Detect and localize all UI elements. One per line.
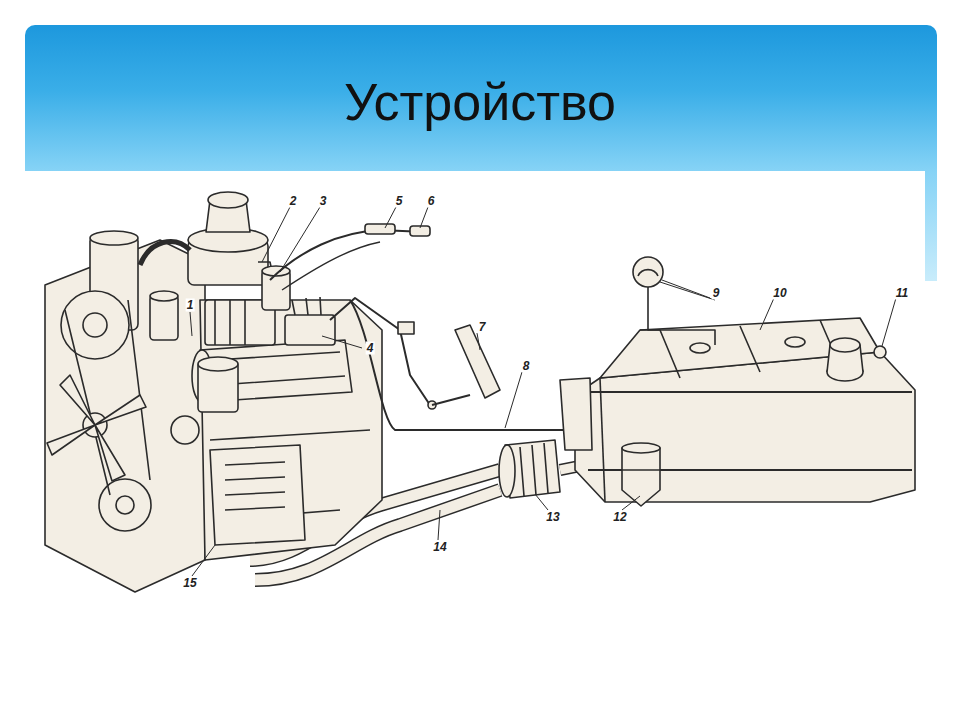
callout-number: 3 — [319, 195, 328, 208]
callout-number: 9 — [712, 287, 721, 300]
callout-number: 8 — [522, 360, 531, 373]
callout-number: 15 — [182, 577, 197, 590]
callout-number: 2 — [289, 195, 298, 208]
callout-number: 4 — [366, 342, 375, 355]
callout-number: 10 — [772, 287, 787, 300]
callout-number: 11 — [895, 287, 909, 300]
callout-number: 1 — [186, 299, 195, 312]
callout-number: 12 — [612, 511, 627, 524]
callout-number: 13 — [545, 511, 560, 524]
slide-title: Устройство — [0, 72, 960, 132]
callout-number: 14 — [432, 541, 447, 554]
header-strip — [925, 171, 937, 281]
callout-number: 7 — [478, 321, 487, 334]
callout-number: 5 — [395, 195, 404, 208]
callout-number: 6 — [427, 195, 436, 208]
